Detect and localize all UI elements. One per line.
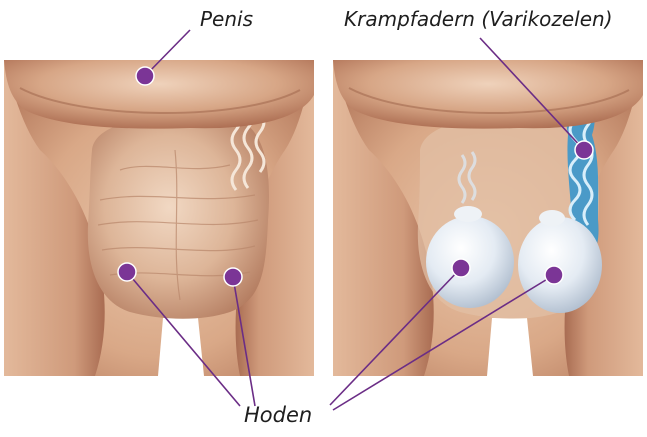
penis-shape [4, 60, 314, 129]
leg-gap [158, 318, 204, 376]
marker-testis-left-varicocele [452, 259, 470, 277]
marker-testis-left-normal [118, 263, 136, 281]
epididymis-right [539, 210, 565, 226]
label-penis: Penis [200, 9, 253, 29]
marker-penis [136, 67, 154, 85]
testis-right [518, 217, 602, 313]
marker-testis-right-varicocele [545, 266, 563, 284]
testis-left [426, 216, 514, 308]
label-testes: Hoden [244, 405, 312, 426]
penis-shape [333, 60, 643, 129]
epididymis-left [454, 206, 482, 222]
label-varicocele: Krampfadern (Varikozelen) [344, 9, 613, 29]
panel-varicocele [333, 60, 643, 376]
marker-testis-right-normal [224, 268, 242, 286]
panel-normal [4, 60, 314, 376]
leg-gap [487, 318, 533, 376]
marker-varicocele [575, 141, 593, 159]
